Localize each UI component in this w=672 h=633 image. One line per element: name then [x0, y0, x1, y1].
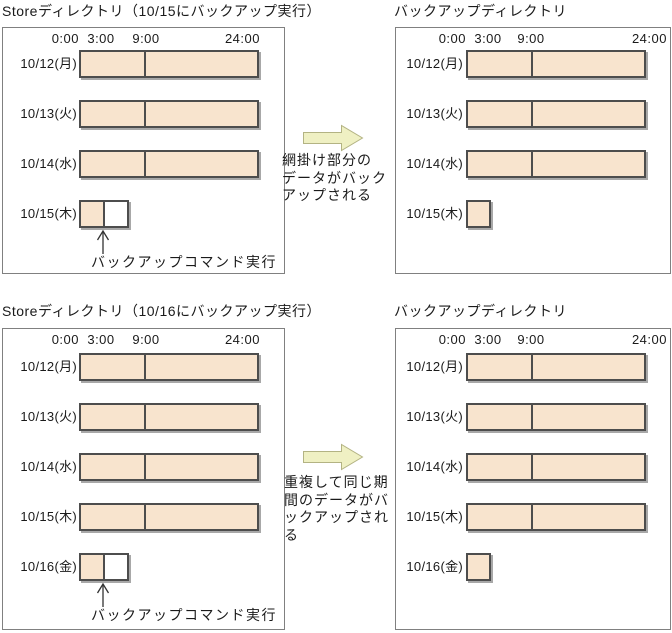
day-label: 10/16(金) [406, 559, 463, 574]
time-axis-label: 0:00 [438, 31, 466, 46]
time-axis-label: 0:00 [438, 332, 466, 347]
data-bar [79, 50, 259, 78]
bar-divider [531, 152, 533, 176]
data-bar [466, 503, 646, 531]
time-axis-label: 3:00 [474, 31, 502, 46]
day-label: 10/12(月) [406, 56, 463, 71]
backup-panel-top: 0:00 3:00 9:00 24:00 10/12(月) 10/13(火) 1… [395, 27, 671, 274]
day-label: 10/15(木) [406, 206, 463, 221]
backup-panel-title-top: バックアップディレクトリ [394, 3, 568, 19]
backup-panel-title-bottom: バックアップディレクトリ [394, 303, 568, 319]
bar-divider [144, 405, 146, 429]
bar-divider [531, 455, 533, 479]
data-bar-small [466, 200, 491, 228]
note-line: る [284, 526, 299, 543]
store-panel-bottom: 0:00 3:00 9:00 24:00 10/12(月) 10/13(火) 1… [2, 328, 285, 630]
shaded-segment [81, 202, 105, 226]
unshaded-segment [105, 555, 127, 579]
flow-arrow-icon [303, 124, 364, 152]
bar-divider [144, 505, 146, 529]
command-label: バックアップコマンド実行 [91, 607, 277, 623]
day-label: 10/15(木) [20, 206, 77, 221]
bar-divider [144, 102, 146, 126]
time-axis-label: 0:00 [51, 332, 79, 347]
data-bar [79, 503, 259, 531]
data-bar [466, 353, 646, 381]
up-arrow-icon [96, 582, 110, 607]
bar-divider [144, 455, 146, 479]
day-label: 10/13(火) [406, 409, 463, 424]
store-panel-top: 0:00 3:00 9:00 24:00 10/12(月) 10/13(火) 1… [2, 27, 285, 274]
data-bar [466, 50, 646, 78]
up-arrow-icon [96, 229, 110, 254]
time-axis-label: 3:00 [474, 332, 502, 347]
backup-panel-bottom: 0:00 3:00 9:00 24:00 10/12(月) 10/13(火) 1… [395, 328, 671, 630]
data-bar-small [466, 553, 491, 581]
data-bar [466, 403, 646, 431]
data-bar [79, 150, 259, 178]
note-line: アップされる [282, 187, 372, 203]
bar-divider [531, 505, 533, 529]
day-label: 10/12(月) [20, 56, 77, 71]
bar-divider [144, 52, 146, 76]
data-bar [466, 100, 646, 128]
store-panel-title-bottom: Storeディレクトリ（10/16にバックアップ実行） [2, 303, 322, 319]
note-text-top: 網掛け部分の データがバック アップされる [282, 152, 387, 205]
bar-divider [144, 152, 146, 176]
bar-divider [531, 405, 533, 429]
bar-divider [144, 355, 146, 379]
time-axis-label: 3:00 [87, 332, 115, 347]
data-bar [466, 150, 646, 178]
time-axis-label: 9:00 [517, 332, 545, 347]
store-panel-title-top: Storeディレクトリ（10/15にバックアップ実行） [2, 3, 322, 19]
data-bar [79, 453, 259, 481]
day-label: 10/16(金) [20, 559, 77, 574]
bar-divider [531, 52, 533, 76]
shaded-segment [81, 555, 105, 579]
bar-divider [531, 355, 533, 379]
day-label: 10/15(木) [20, 509, 77, 524]
command-label: バックアップコマンド実行 [91, 254, 277, 270]
data-bar [466, 453, 646, 481]
time-axis-label: 24:00 [631, 332, 667, 347]
bar-divider [531, 102, 533, 126]
day-label: 10/15(木) [406, 509, 463, 524]
day-label: 10/14(水) [20, 156, 77, 171]
day-label: 10/13(火) [406, 106, 463, 121]
note-text-bottom: 重複して同じ期 間のデータがバ ックアップされ る [284, 474, 389, 544]
time-axis-label: 0:00 [51, 31, 79, 46]
time-axis-label: 9:00 [132, 332, 160, 347]
note-line: 重複して同じ期 [284, 474, 389, 490]
day-label: 10/14(水) [20, 459, 77, 474]
note-line: 間のデータがバ [284, 491, 389, 508]
data-bar [79, 353, 259, 381]
time-axis-label: 3:00 [87, 31, 115, 46]
time-axis-label: 9:00 [132, 31, 160, 46]
note-line: ックアップされ [284, 509, 389, 525]
data-bar [79, 100, 259, 128]
time-axis-label: 24:00 [224, 332, 260, 347]
unshaded-segment [105, 202, 127, 226]
note-line: データがバック [282, 169, 387, 186]
note-line: 網掛け部分の [282, 152, 372, 168]
day-label: 10/13(火) [20, 409, 77, 424]
day-label: 10/14(水) [406, 459, 463, 474]
data-bar [79, 403, 259, 431]
time-axis-label: 24:00 [224, 31, 260, 46]
data-bar-partial [79, 200, 129, 228]
time-axis-label: 9:00 [517, 31, 545, 46]
data-bar-partial [79, 553, 129, 581]
time-axis-label: 24:00 [631, 31, 667, 46]
day-label: 10/14(水) [406, 156, 463, 171]
flow-arrow-icon [303, 443, 364, 471]
day-label: 10/13(火) [20, 106, 77, 121]
day-label: 10/12(月) [406, 359, 463, 374]
day-label: 10/12(月) [20, 359, 77, 374]
